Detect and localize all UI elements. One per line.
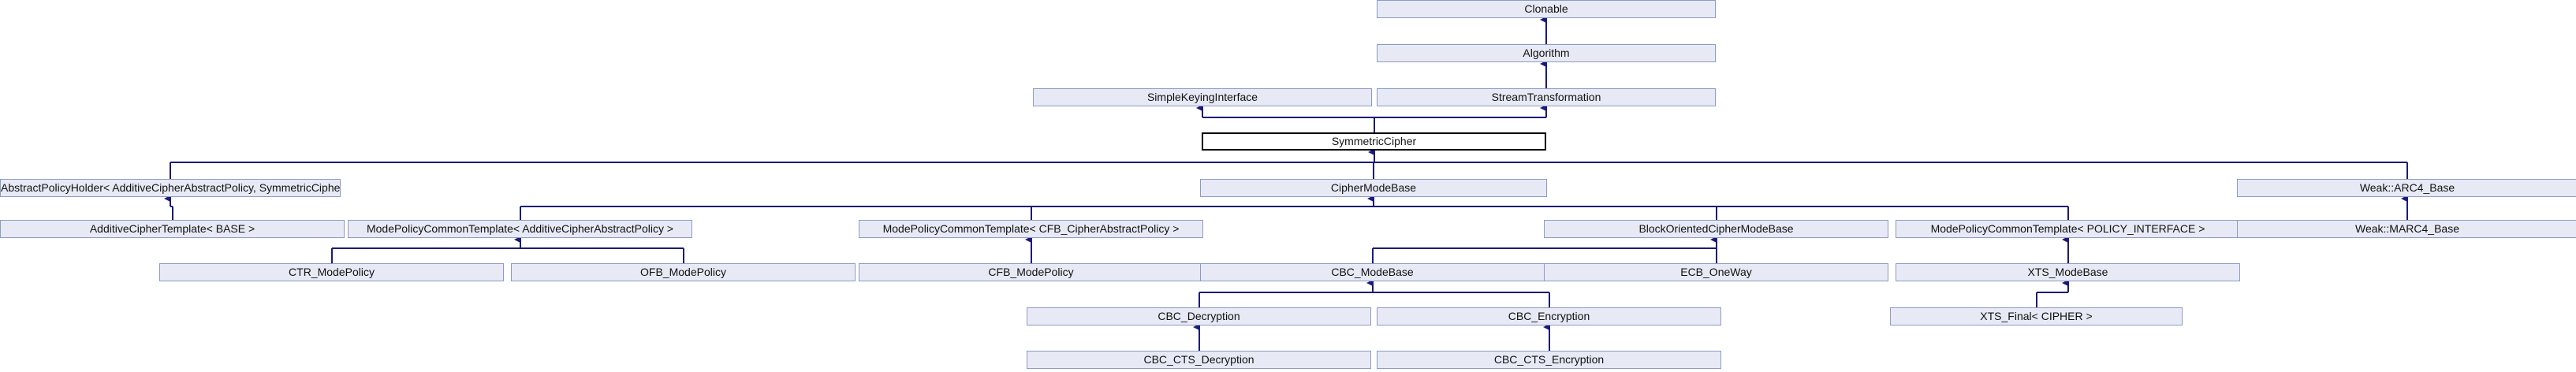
class-node-xtsmodebase[interactable]: XTS_ModeBase bbox=[1896, 263, 2240, 281]
class-node-cbcmodebase[interactable]: CBC_ModeBase bbox=[1200, 263, 1545, 281]
class-node-label: ModePolicyCommonTemplate< CFB_CipherAbst… bbox=[882, 222, 1180, 235]
class-node-label: SymmetricCipher bbox=[1331, 135, 1417, 147]
class-node-label: CipherModeBase bbox=[1330, 181, 1417, 194]
class-node-label: SimpleKeyingInterface bbox=[1146, 91, 1258, 103]
class-node-label: ECB_OneWay bbox=[1680, 266, 1752, 278]
class-node-label: CTR_ModePolicy bbox=[289, 266, 375, 278]
class-node-mpct-policy[interactable]: ModePolicyCommonTemplate< POLICY_INTERFA… bbox=[1896, 220, 2240, 238]
class-node-ecboneway[interactable]: ECB_OneWay bbox=[1544, 263, 1888, 281]
class-node-algorithm[interactable]: Algorithm bbox=[1377, 44, 1716, 62]
class-node-mpct-additive[interactable]: ModePolicyCommonTemplate< AdditiveCipher… bbox=[348, 220, 692, 238]
class-node-simplekeying[interactable]: SimpleKeyingInterface bbox=[1033, 88, 1372, 106]
class-node-label: Algorithm bbox=[1523, 46, 1570, 59]
class-node-label: ModePolicyCommonTemplate< POLICY_INTERFA… bbox=[1930, 222, 2205, 235]
class-node-cfbmode[interactable]: CFB_ModePolicy bbox=[859, 263, 1203, 281]
class-node-cbcdecryption[interactable]: CBC_Decryption bbox=[1027, 307, 1371, 326]
class-node-ctrmode[interactable]: CTR_ModePolicy bbox=[159, 263, 504, 281]
class-node-cbcctsenc[interactable]: CBC_CTS_Encryption bbox=[1377, 351, 1721, 369]
class-node-arc4base[interactable]: Weak::ARC4_Base bbox=[2237, 179, 2576, 197]
class-node-cbcctsdec[interactable]: CBC_CTS_Decryption bbox=[1027, 351, 1371, 369]
class-node-label: OFB_ModePolicy bbox=[640, 266, 726, 278]
class-node-ofbmode[interactable]: OFB_ModePolicy bbox=[511, 263, 856, 281]
class-node-label: AbstractPolicyHolder< AdditiveCipherAbst… bbox=[1, 181, 341, 194]
class-node-label: CFB_ModePolicy bbox=[988, 266, 1074, 278]
class-node-label: CBC_Decryption bbox=[1158, 310, 1240, 322]
class-node-additivetpl[interactable]: AdditiveCipherTemplate< BASE > bbox=[0, 220, 345, 238]
class-node-label: AdditiveCipherTemplate< BASE > bbox=[89, 222, 255, 235]
class-node-mpct-cfb[interactable]: ModePolicyCommonTemplate< CFB_CipherAbst… bbox=[859, 220, 1203, 238]
class-node-label: CBC_ModeBase bbox=[1331, 266, 1414, 278]
class-node-label: Clonable bbox=[1524, 2, 1568, 15]
class-node-label: BlockOrientedCipherModeBase bbox=[1638, 222, 1794, 235]
class-node-abstractpolicy[interactable]: AbstractPolicyHolder< AdditiveCipherAbst… bbox=[0, 179, 341, 197]
class-node-streamtransform[interactable]: StreamTransformation bbox=[1377, 88, 1716, 106]
class-node-label: XTS_ModeBase bbox=[2027, 266, 2108, 278]
class-node-cbcencryption[interactable]: CBC_Encryption bbox=[1377, 307, 1721, 326]
class-node-label: CBC_CTS_Decryption bbox=[1143, 353, 1254, 366]
class-node-label: ModePolicyCommonTemplate< AdditiveCipher… bbox=[366, 222, 674, 235]
class-node-label: CBC_Encryption bbox=[1508, 310, 1590, 322]
class-node-clonable[interactable]: Clonable bbox=[1377, 0, 1716, 18]
class-node-label: Weak::ARC4_Base bbox=[2359, 181, 2455, 194]
class-node-label: Weak::MARC4_Base bbox=[2354, 222, 2459, 235]
class-node-ciphermodebase[interactable]: CipherModeBase bbox=[1200, 179, 1547, 197]
class-node-symmetriccipher[interactable]: SymmetricCipher bbox=[1202, 132, 1546, 151]
class-node-blockoriented[interactable]: BlockOrientedCipherModeBase bbox=[1544, 220, 1888, 238]
class-node-label: CBC_CTS_Encryption bbox=[1493, 353, 1605, 366]
class-node-label: XTS_Final< CIPHER > bbox=[1980, 310, 2093, 322]
class-node-xtsfinal[interactable]: XTS_Final< CIPHER > bbox=[1890, 307, 2183, 326]
class-node-marc4base[interactable]: Weak::MARC4_Base bbox=[2237, 220, 2576, 238]
class-node-label: StreamTransformation bbox=[1491, 91, 1601, 103]
